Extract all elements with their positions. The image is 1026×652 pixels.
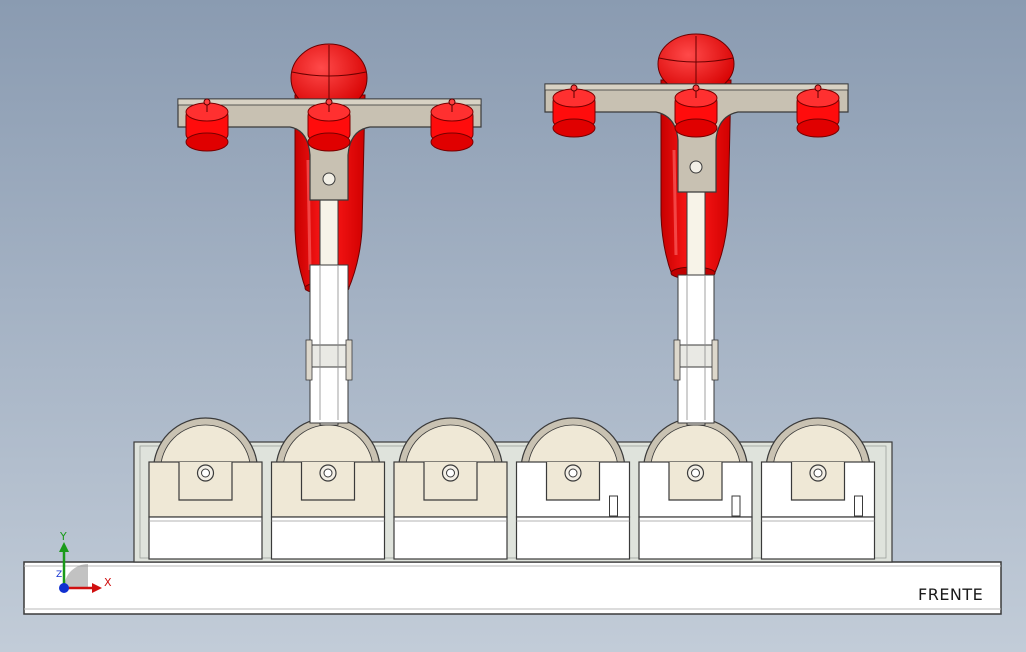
holder-block <box>148 417 263 560</box>
coordinate-triad: Y X Z <box>40 530 130 605</box>
triad-z-label: Z <box>56 570 63 580</box>
view-orientation-label: FRENTE <box>918 585 984 604</box>
triad-y-label: Y <box>60 530 67 543</box>
holder-block <box>638 417 753 560</box>
triad-graphic <box>59 542 102 593</box>
fixture-assembly-left[interactable] <box>177 43 482 426</box>
holder-block <box>270 417 386 560</box>
holder-blocks <box>148 417 876 560</box>
holder-block <box>515 417 631 560</box>
base-plate <box>23 561 1002 615</box>
holder-block <box>393 417 508 560</box>
fixture-assembly-right[interactable] <box>544 33 849 426</box>
holder-block <box>760 417 876 560</box>
triad-x-label: X <box>104 576 112 589</box>
